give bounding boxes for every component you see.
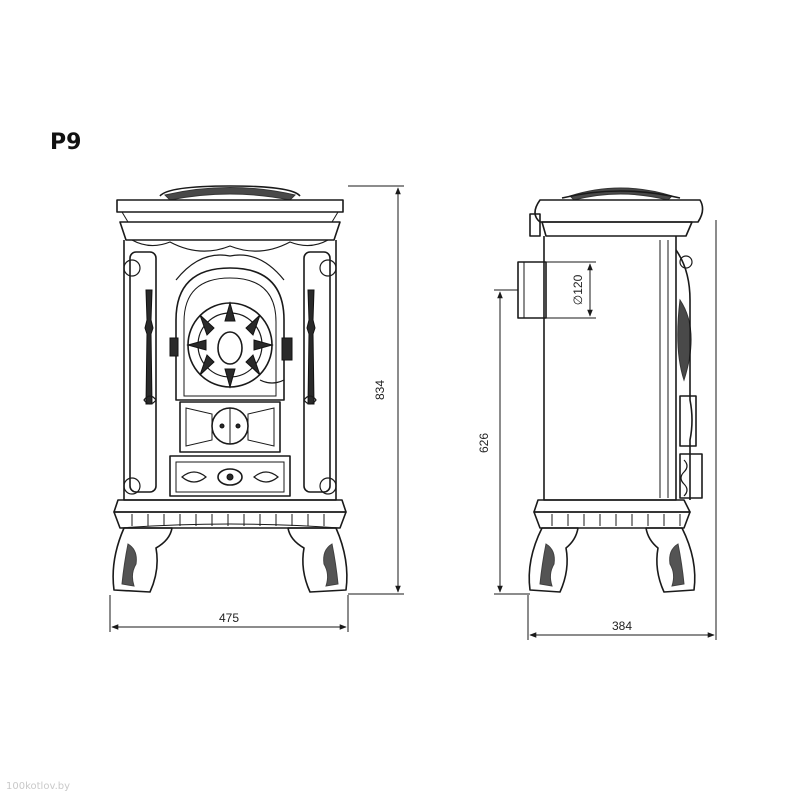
side-view: ∅120 626 384 xyxy=(477,187,717,640)
right-leg xyxy=(287,527,348,593)
flue-diameter-dimension: ∅120 xyxy=(571,274,585,305)
front-top-plate xyxy=(116,199,344,213)
front-view: 475 834 xyxy=(109,185,404,632)
depth-dimension: 384 xyxy=(612,619,632,633)
side-right-leg xyxy=(645,527,696,593)
left-leg xyxy=(112,527,173,593)
width-dimension: 475 xyxy=(219,611,239,625)
right-column xyxy=(303,251,331,493)
model-title: P9 xyxy=(50,130,82,155)
ash-door xyxy=(179,401,281,453)
flue-pipe xyxy=(517,261,547,319)
side-body xyxy=(543,236,677,501)
height-dimension: 834 xyxy=(373,380,387,400)
front-door xyxy=(175,267,285,401)
front-lid-ornament xyxy=(159,185,301,197)
side-left-leg xyxy=(528,527,579,593)
ash-drawer xyxy=(169,455,291,497)
flue-height-dimension: 626 xyxy=(477,433,491,453)
left-column xyxy=(129,251,157,493)
side-base xyxy=(533,499,691,513)
front-base xyxy=(113,499,347,513)
watermark: 100kotlov.by xyxy=(6,781,71,792)
side-top-plate xyxy=(534,199,704,223)
